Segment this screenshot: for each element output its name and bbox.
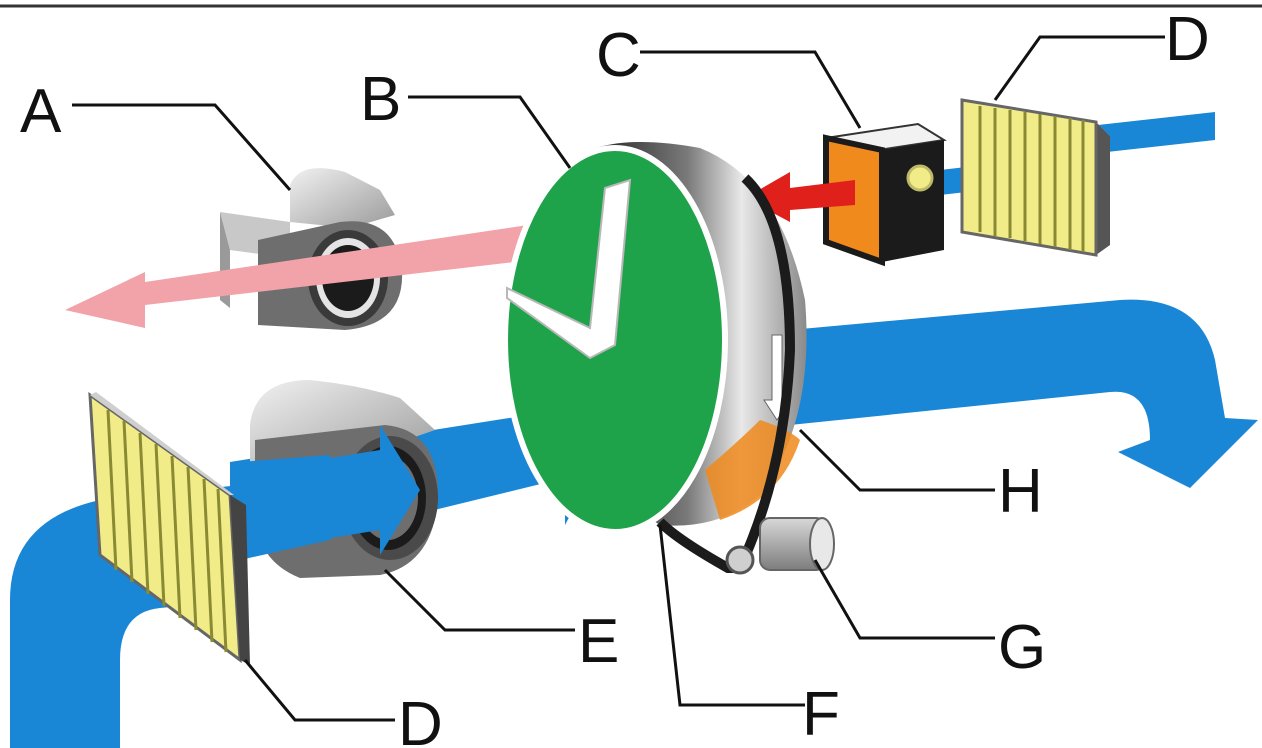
label-A: A bbox=[20, 77, 62, 146]
regeneration-air-inlet-arrow bbox=[1098, 112, 1215, 153]
label-F: F bbox=[802, 680, 840, 748]
leader-G bbox=[813, 559, 995, 640]
leader-B bbox=[408, 95, 572, 169]
label-B: B bbox=[360, 65, 401, 134]
label-E: E bbox=[578, 607, 619, 676]
drive-motor bbox=[725, 517, 835, 575]
humid-exhaust-arrow bbox=[65, 218, 575, 328]
desiccant-wheel bbox=[502, 141, 807, 573]
label-D-bottom: D bbox=[398, 690, 443, 748]
process-air-into-fan bbox=[240, 455, 330, 560]
leader-C bbox=[640, 50, 862, 129]
leader-H bbox=[798, 428, 995, 492]
label-H: H bbox=[998, 457, 1043, 526]
process-air-through-fan bbox=[330, 425, 420, 555]
dry-air-outlet-arrow bbox=[790, 299, 1258, 488]
leader-D-top bbox=[993, 35, 1165, 101]
leader-D-bottom bbox=[243, 659, 395, 722]
heater bbox=[823, 122, 947, 267]
leader-A bbox=[72, 103, 292, 191]
filter-top bbox=[960, 98, 1110, 257]
label-D-top: D bbox=[1165, 5, 1210, 74]
leader-F bbox=[658, 524, 805, 707]
filter-bottom bbox=[88, 391, 250, 665]
leader-E bbox=[383, 568, 575, 632]
label-C: C bbox=[596, 21, 641, 90]
label-G: G bbox=[998, 613, 1046, 682]
